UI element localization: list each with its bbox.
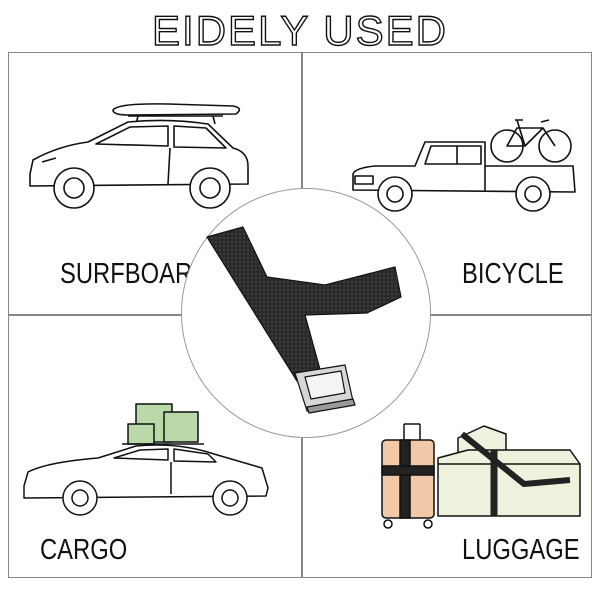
page-title: EIDELY USED (151, 6, 448, 54)
bicycle-label: BICYCLE (462, 258, 564, 290)
cargo-label: CARGO (40, 534, 128, 566)
luggage-label: LUGGAGE (462, 534, 580, 566)
cam-buckle-strap-icon (206, 226, 402, 414)
strapped-luggage-icon (381, 423, 581, 529)
car-with-surfboard-icon (29, 103, 249, 209)
pickup-with-bicycle-icon (352, 119, 576, 212)
sedan-with-roof-cargo-icon (23, 403, 269, 516)
